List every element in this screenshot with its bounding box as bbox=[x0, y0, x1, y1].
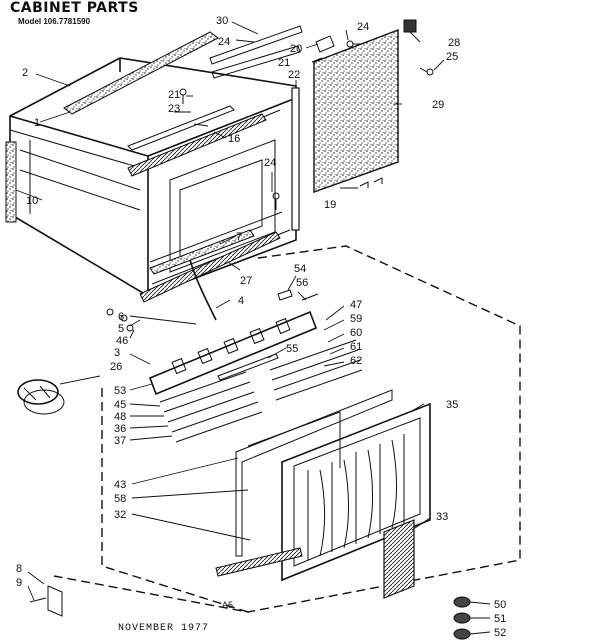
callout-36: 36 bbox=[114, 423, 126, 435]
bottom-strip-part-32 bbox=[215, 547, 303, 577]
knob-set-parts-50-52 bbox=[453, 596, 471, 640]
filter-panel-part-29 bbox=[313, 28, 399, 193]
callout-25: 25 bbox=[446, 51, 458, 63]
callout-43: 43 bbox=[114, 479, 126, 491]
brace-part-55 bbox=[217, 353, 279, 381]
clip-part-19 bbox=[359, 177, 383, 188]
callout-58: 58 bbox=[114, 493, 126, 505]
callout-46: 46 bbox=[116, 335, 128, 347]
callout-1: 1 bbox=[34, 117, 40, 129]
footer-date: NOVEMBER 1977 bbox=[118, 623, 210, 634]
frame-part-43 bbox=[235, 389, 393, 557]
callout-47: 47 bbox=[350, 299, 362, 311]
model-number: Model 106.7781590 bbox=[18, 17, 91, 26]
callout-21: 21 bbox=[278, 57, 290, 69]
callout-24: 24 bbox=[264, 157, 276, 169]
bottom-rail-part-7 bbox=[139, 231, 281, 303]
knob-part-54 bbox=[277, 289, 293, 301]
callout-19: 19 bbox=[324, 199, 336, 211]
screw-part-9 bbox=[29, 597, 47, 603]
callout-32: 32 bbox=[114, 509, 126, 521]
callout-16: 16 bbox=[228, 133, 240, 145]
callout-4: 4 bbox=[238, 295, 244, 307]
top-seal-strip-part-1 bbox=[63, 31, 219, 115]
callout-48: 48 bbox=[114, 411, 126, 423]
callout-52: 52 bbox=[494, 627, 506, 639]
callout-60: 60 bbox=[350, 327, 362, 339]
callout-33: 33 bbox=[436, 511, 448, 523]
callout-37: 37 bbox=[114, 435, 126, 447]
leader-lines bbox=[15, 21, 491, 635]
louver-strips-left bbox=[159, 371, 263, 443]
callout-30: 30 bbox=[216, 15, 228, 27]
callout-26: 26 bbox=[110, 361, 122, 373]
callout-7: 7 bbox=[236, 231, 242, 243]
callout-59: 59 bbox=[350, 313, 362, 325]
top-rail-part-30 bbox=[209, 25, 303, 65]
vertical-post-part-22 bbox=[291, 87, 300, 231]
callout-6: 6 bbox=[118, 311, 124, 323]
panel-part-58 bbox=[247, 411, 341, 468]
callout-35: 35 bbox=[446, 399, 458, 411]
callout-50: 50 bbox=[494, 599, 506, 611]
rail-part-24 bbox=[211, 45, 301, 79]
callout-23: 23 bbox=[168, 103, 180, 115]
callout-24: 24 bbox=[218, 36, 230, 48]
screw-part-21 bbox=[179, 88, 187, 104]
callout-53: 53 bbox=[114, 385, 126, 397]
callout-2: 2 bbox=[22, 67, 28, 79]
callout-9: 9 bbox=[16, 577, 22, 589]
hardware-parts-5-6-46 bbox=[106, 308, 134, 332]
bracket-part-56 bbox=[301, 293, 319, 301]
louver-strips-right bbox=[269, 339, 363, 401]
callout-51: 51 bbox=[494, 613, 506, 625]
callout-8: 8 bbox=[16, 563, 22, 575]
callout-10: 10 bbox=[26, 195, 38, 207]
screw-part-21-right bbox=[311, 57, 323, 63]
rail-part-16 bbox=[127, 113, 267, 177]
callout-20: 20 bbox=[290, 43, 302, 55]
callout-62: 62 bbox=[350, 355, 362, 367]
callout-54: 54 bbox=[294, 263, 306, 275]
filter-part-33 bbox=[383, 519, 415, 599]
callout-55: 55 bbox=[286, 343, 298, 355]
cabinet-shell bbox=[9, 57, 297, 297]
callout-61: 61 bbox=[350, 341, 362, 353]
callout-29: 29 bbox=[432, 99, 444, 111]
screw-part-25 bbox=[419, 67, 434, 76]
callout-28: 28 bbox=[448, 37, 460, 49]
side-gasket-part-10 bbox=[5, 141, 17, 223]
callout-27: 27 bbox=[240, 275, 252, 287]
rail-part-23 bbox=[127, 105, 235, 151]
grille-assembly-boundary bbox=[53, 245, 521, 613]
page-title: CABINET PARTS bbox=[10, 0, 139, 16]
screw-part-24-lower bbox=[272, 192, 280, 210]
callout-24: 24 bbox=[357, 21, 369, 33]
callout-45: 45 bbox=[114, 399, 126, 411]
callout-21: 21 bbox=[168, 89, 180, 101]
callout-22: 22 bbox=[288, 69, 300, 81]
bracket-part-8 bbox=[47, 585, 63, 617]
knob-part-28 bbox=[403, 19, 417, 33]
base-rail-part-27 bbox=[149, 229, 255, 275]
motor-part-26 bbox=[17, 379, 65, 415]
callout-56: 56 bbox=[296, 277, 308, 289]
bracket-part-20 bbox=[315, 35, 335, 53]
grille-frame-part-35 bbox=[281, 402, 431, 582]
control-panel-part-53 bbox=[148, 310, 318, 396]
callout-labels: 30 24 20 24 28 25 2 21 22 29 1 21 23 16 … bbox=[16, 15, 506, 639]
hose-part-4 bbox=[189, 259, 217, 321]
callout-5: 5 bbox=[118, 323, 124, 335]
callout-3: 3 bbox=[114, 347, 120, 359]
